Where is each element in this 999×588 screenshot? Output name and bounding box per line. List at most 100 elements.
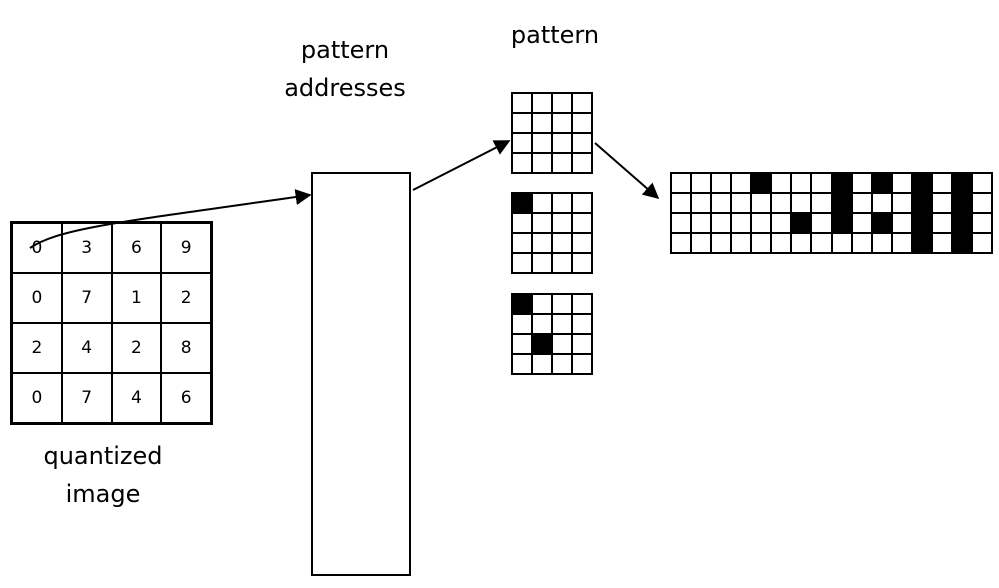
pattern-grid-0 bbox=[511, 92, 593, 174]
output-cell-empty bbox=[852, 194, 871, 212]
pattern-cell-empty bbox=[573, 355, 591, 373]
output-cell-empty bbox=[972, 174, 991, 192]
pattern-cell-empty bbox=[553, 114, 571, 132]
quantized-cell: 7 bbox=[61, 373, 112, 423]
pattern-cell-filled bbox=[513, 194, 531, 212]
pattern-cell-empty bbox=[573, 134, 591, 152]
pattern-cell-empty bbox=[573, 94, 591, 112]
output-cell-empty bbox=[692, 234, 711, 252]
output-cell-empty bbox=[932, 194, 951, 212]
pattern-cell-empty bbox=[533, 134, 551, 152]
arrow-pattern-to-output bbox=[594, 142, 660, 200]
output-cell-filled bbox=[952, 194, 971, 212]
quantized-cell: 8 bbox=[161, 323, 211, 373]
output-cell-empty bbox=[732, 174, 751, 192]
quantized-image-label-line1: quantized bbox=[43, 442, 163, 470]
output-cell-empty bbox=[712, 194, 731, 212]
pattern-cell-empty bbox=[553, 194, 571, 212]
pattern-grid-1 bbox=[511, 192, 593, 274]
output-cell-empty bbox=[792, 174, 811, 192]
output-cell-filled bbox=[872, 174, 891, 192]
pattern-cell-empty bbox=[513, 234, 531, 252]
output-cell-empty bbox=[672, 194, 691, 212]
pattern-cell-empty bbox=[533, 194, 551, 212]
quantized-cell: 6 bbox=[161, 373, 211, 423]
output-cell-empty bbox=[812, 174, 831, 192]
pattern-cell-empty bbox=[553, 254, 571, 272]
pattern-cell-empty bbox=[553, 94, 571, 112]
pattern-cell-empty bbox=[573, 214, 591, 232]
output-cell-empty bbox=[792, 194, 811, 212]
output-cell-filled bbox=[912, 194, 931, 212]
quantized-cell: 6 bbox=[111, 223, 162, 273]
output-cell-empty bbox=[892, 234, 911, 252]
output-cell-filled bbox=[832, 174, 851, 192]
pattern-cell-empty bbox=[533, 234, 551, 252]
output-cell-empty bbox=[712, 234, 731, 252]
output-cell-empty bbox=[892, 194, 911, 212]
pattern-cell-empty bbox=[533, 94, 551, 112]
pattern-addresses-label-line2: addresses bbox=[284, 74, 406, 102]
output-cell-empty bbox=[672, 214, 691, 232]
output-cell-empty bbox=[932, 214, 951, 232]
pattern-cell-empty bbox=[553, 315, 571, 333]
output-cell-empty bbox=[852, 174, 871, 192]
pattern-cell-empty bbox=[513, 94, 531, 112]
pattern-addresses-label-line1: pattern bbox=[300, 36, 390, 64]
output-cell-empty bbox=[672, 234, 691, 252]
pattern-cell-empty bbox=[513, 214, 531, 232]
pattern-cell-empty bbox=[513, 134, 531, 152]
quantized-cell: 1 bbox=[111, 273, 162, 323]
output-cell-empty bbox=[692, 174, 711, 192]
output-cell-filled bbox=[912, 234, 931, 252]
pattern-cell-empty bbox=[513, 355, 531, 373]
output-cell-empty bbox=[932, 174, 951, 192]
output-cell-empty bbox=[772, 174, 791, 192]
output-cell-filled bbox=[952, 234, 971, 252]
pattern-cell-empty bbox=[513, 154, 531, 172]
pattern-cell-empty bbox=[553, 214, 571, 232]
output-cell-empty bbox=[852, 234, 871, 252]
output-cell-empty bbox=[672, 174, 691, 192]
pattern-cell-empty bbox=[573, 254, 591, 272]
output-cell-empty bbox=[812, 234, 831, 252]
pattern-cell-empty bbox=[513, 315, 531, 333]
quantized-cell: 2 bbox=[12, 323, 62, 373]
pattern-cell-empty bbox=[513, 114, 531, 132]
pattern-cell-empty bbox=[573, 315, 591, 333]
output-cell-empty bbox=[832, 234, 851, 252]
output-cell-empty bbox=[692, 194, 711, 212]
output-cell-filled bbox=[832, 194, 851, 212]
quantized-cell: 2 bbox=[111, 323, 162, 373]
output-cell-empty bbox=[892, 174, 911, 192]
output-cell-empty bbox=[892, 214, 911, 232]
output-cell-filled bbox=[952, 214, 971, 232]
pattern-cell-empty bbox=[573, 234, 591, 252]
pattern-grid-2 bbox=[511, 293, 593, 375]
pattern-cell-empty bbox=[573, 295, 591, 313]
output-cell-empty bbox=[772, 214, 791, 232]
pattern-cell-empty bbox=[573, 194, 591, 212]
output-cell-filled bbox=[792, 214, 811, 232]
output-cell-empty bbox=[732, 194, 751, 212]
pattern-cell-filled bbox=[533, 335, 551, 353]
quantized-cell: 4 bbox=[61, 323, 112, 373]
output-cell-empty bbox=[692, 214, 711, 232]
output-cell-empty bbox=[752, 214, 771, 232]
quantized-cell: 7 bbox=[61, 273, 112, 323]
output-cell-empty bbox=[872, 234, 891, 252]
output-cell-filled bbox=[872, 214, 891, 232]
output-cell-empty bbox=[972, 194, 991, 212]
output-cell-empty bbox=[712, 214, 731, 232]
quantized-cell: 9 bbox=[161, 223, 211, 273]
pattern-cell-empty bbox=[513, 254, 531, 272]
output-pattern-strip bbox=[670, 172, 993, 254]
output-cell-empty bbox=[772, 194, 791, 212]
output-cell-empty bbox=[812, 194, 831, 212]
output-cell-empty bbox=[852, 214, 871, 232]
pattern-cell-empty bbox=[573, 335, 591, 353]
pattern-cell-empty bbox=[533, 355, 551, 373]
output-cell-empty bbox=[872, 194, 891, 212]
output-cell-empty bbox=[752, 234, 771, 252]
